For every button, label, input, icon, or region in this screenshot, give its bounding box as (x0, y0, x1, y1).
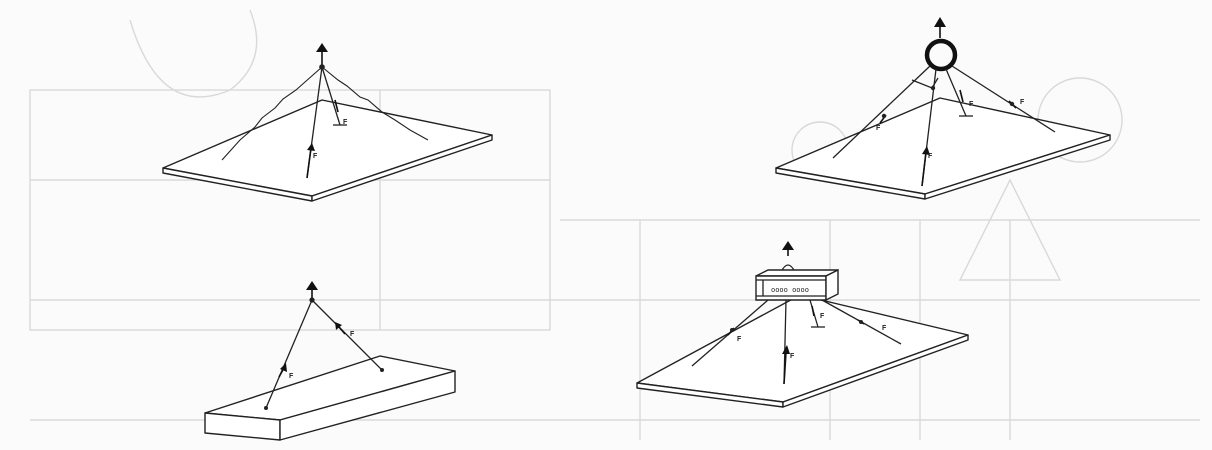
ghost-table (29, 89, 551, 331)
force-label: F (882, 325, 887, 332)
force-arrow (811, 305, 815, 317)
spreader-beam-icon: oooo oooo (755, 268, 839, 302)
lift-arrowhead-icon (782, 241, 794, 250)
force-label: F (1020, 99, 1025, 106)
force-arrowhead-icon (335, 322, 342, 330)
force-arrow (334, 99, 339, 113)
beam-top-flange (755, 269, 839, 277)
block-side (279, 370, 456, 441)
force-arrow (921, 151, 927, 187)
force-arrow (783, 351, 787, 385)
ghost-shape (129, 9, 258, 98)
link-point (881, 113, 887, 119)
chain-leg (221, 66, 323, 161)
link-point (730, 328, 734, 332)
figure-chain-sling-plate: F F (162, 43, 493, 202)
force-label: F (928, 153, 933, 160)
sling-leg (321, 66, 341, 126)
force-label: F (737, 336, 742, 343)
lift-arrowhead-icon (306, 281, 318, 290)
force-arrow (959, 89, 964, 103)
link-point (930, 85, 936, 91)
figure-ring-sling-plate: F F F F (775, 17, 1111, 200)
force-arrowhead-icon (922, 146, 930, 155)
figure-spreader-beam-plate: oooo oooo F F F F (636, 241, 969, 408)
plate-edge (782, 334, 969, 408)
attachment-point (264, 406, 268, 410)
force-label: F (876, 125, 881, 132)
force-arrowhead-icon (307, 143, 315, 151)
link-point (1009, 101, 1015, 107)
chain-leg (321, 66, 429, 141)
beam-end (825, 268, 839, 302)
sling-leg (951, 65, 1056, 133)
plate (636, 294, 969, 403)
bleed-through-background (29, 9, 1200, 440)
force-label: F (790, 353, 795, 360)
force-label: F (289, 373, 294, 380)
force-label: F (969, 101, 974, 108)
sling-leg (265, 299, 313, 409)
force-label: F (350, 331, 355, 338)
force-arrowhead-icon (280, 363, 287, 372)
hook-point (319, 64, 325, 70)
plate-edge (924, 134, 1111, 200)
plate-edge (311, 134, 493, 202)
force-label: F (820, 313, 825, 320)
lift-arrowhead-icon (316, 43, 328, 52)
sling-leg (311, 299, 383, 371)
force-label: F (313, 153, 318, 160)
force-label: F (343, 119, 348, 126)
beam-shackles: oooo oooo (771, 286, 809, 294)
force-arrowhead-icon (782, 345, 790, 354)
force-arrow (306, 147, 312, 179)
master-ring-icon (924, 38, 958, 72)
sling-leg (945, 68, 967, 117)
lift-arrowhead-icon (934, 17, 946, 27)
link-point (859, 320, 863, 324)
force-arrow (338, 326, 346, 335)
ghost-shape (958, 178, 1062, 281)
figure-two-leg-sling-block: F F (204, 281, 456, 441)
attachment-point (380, 368, 384, 372)
